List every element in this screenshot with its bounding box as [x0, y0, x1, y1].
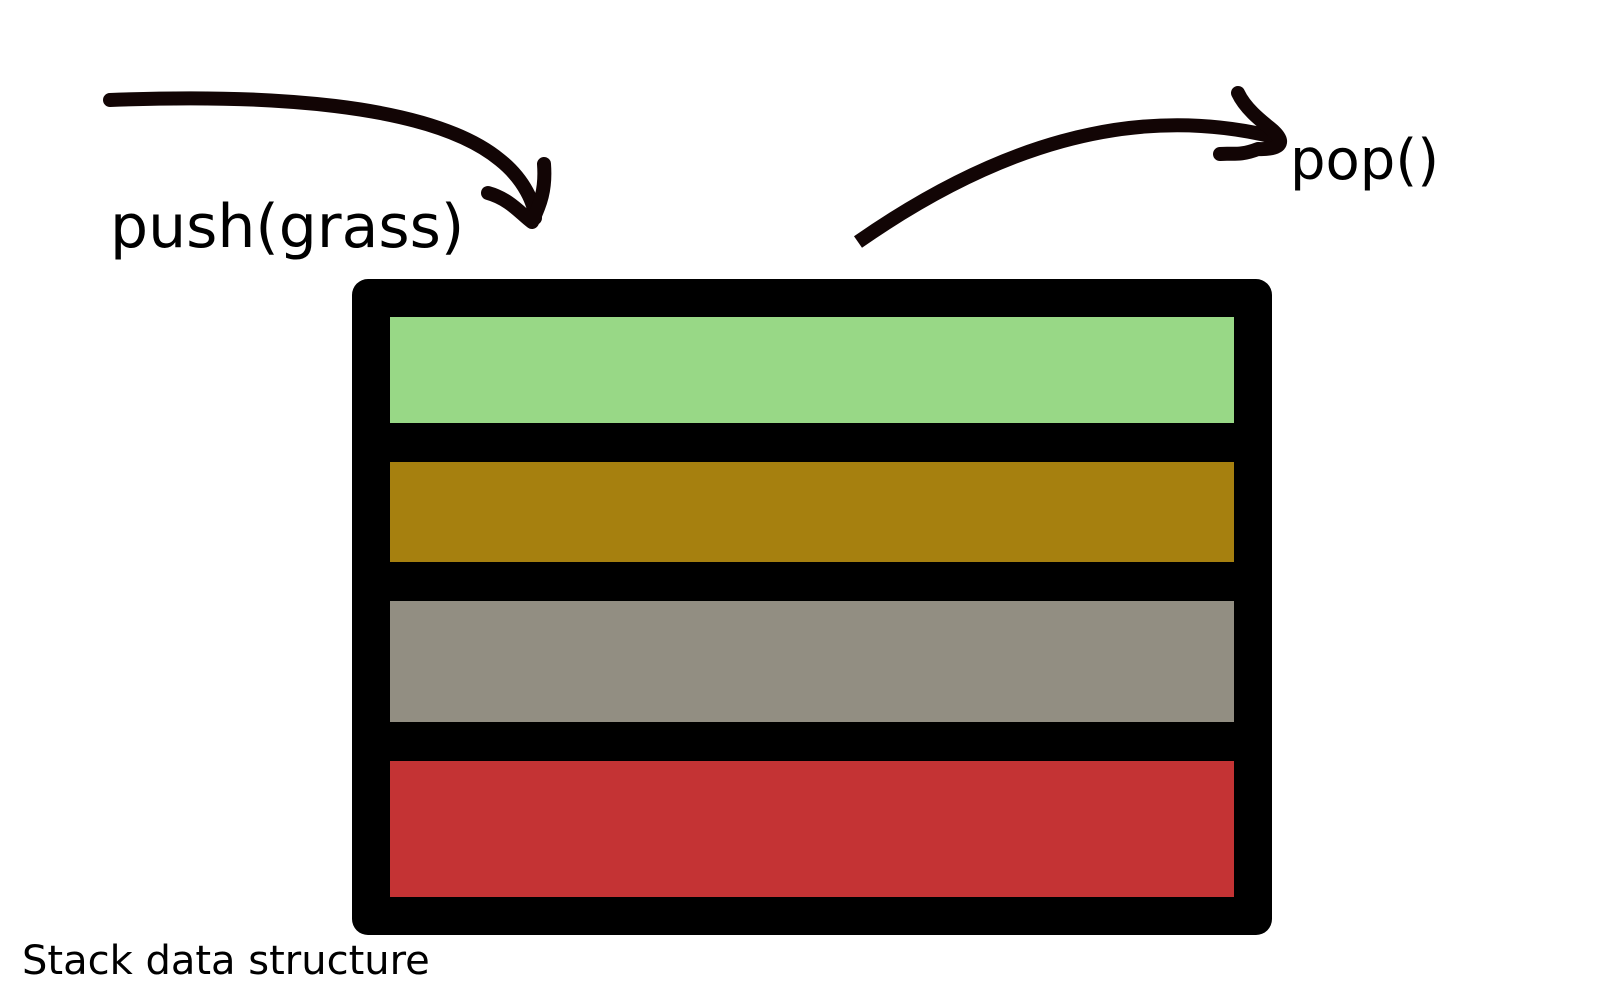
push-arrowhead-icon [481, 157, 552, 229]
pop-arrowhead-icon [1213, 86, 1287, 161]
stack-container [352, 279, 1272, 935]
stack-item-bottom [390, 761, 1234, 897]
stack-item-third [390, 601, 1234, 722]
stack-item-top [390, 317, 1234, 423]
diagram-caption: Stack data structure [22, 938, 430, 984]
pop-arrow-icon [853, 118, 1280, 248]
stack-item-second [390, 462, 1234, 562]
push-operation-label: push(grass) [110, 192, 465, 262]
push-arrow-icon [103, 91, 542, 225]
pop-operation-label: pop() [1290, 128, 1440, 193]
